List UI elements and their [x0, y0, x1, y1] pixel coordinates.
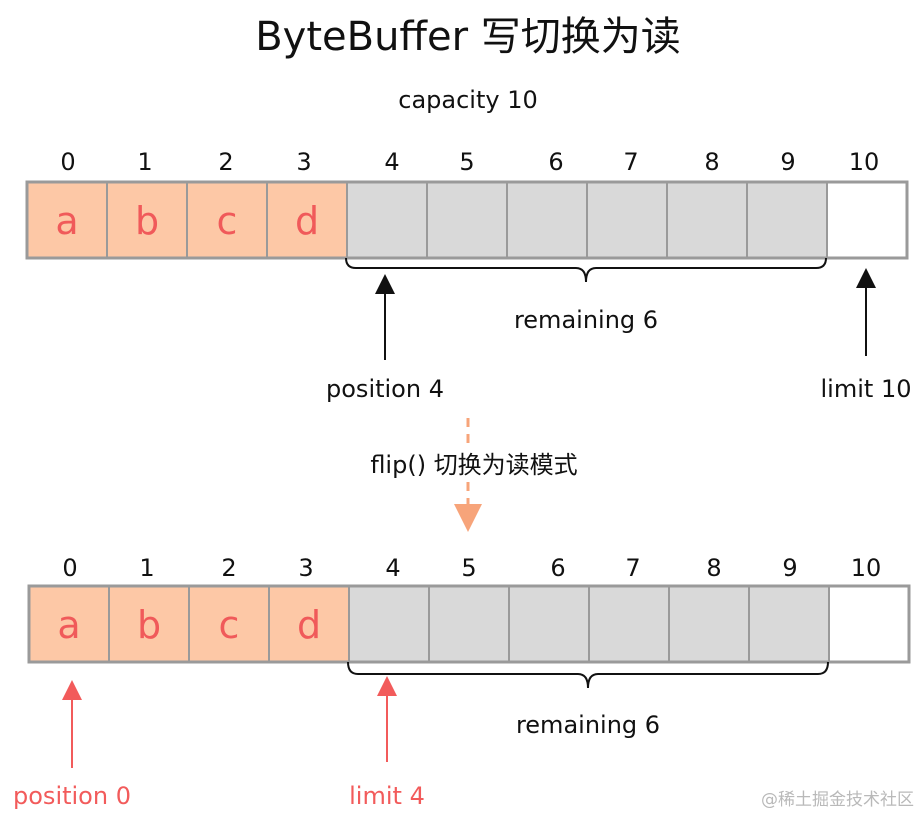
top-index-1: 1 — [137, 148, 152, 176]
bottom-index-10: 10 — [851, 554, 882, 582]
bottom-cell-1 — [108, 585, 190, 663]
bottom-cell-6 — [508, 585, 590, 663]
bottom-index-3: 3 — [298, 554, 313, 582]
top-index-2: 2 — [218, 148, 233, 176]
bottom-cell-10 — [828, 585, 910, 663]
bottom-cell-value-1: b — [137, 603, 161, 647]
bottom-index-2: 2 — [221, 554, 236, 582]
top-cell-value-3: d — [295, 199, 319, 243]
top-index-3: 3 — [296, 148, 311, 176]
bottom-cell-4 — [348, 585, 430, 663]
top-cell-value-2: c — [217, 199, 238, 243]
bottom-index-8: 8 — [706, 554, 721, 582]
bottom-index-5: 5 — [461, 554, 476, 582]
bottom-cell-8 — [668, 585, 750, 663]
bottom-buffer-outline — [27, 584, 911, 664]
bottom-limit-label: limit 4 — [349, 782, 425, 810]
bottom-index-6: 6 — [550, 554, 565, 582]
bottom-cell-7 — [588, 585, 670, 663]
bottom-cell-value-0: a — [57, 603, 80, 647]
top-index-labels: 0 1 2 3 4 5 6 7 8 9 10 — [60, 148, 879, 176]
top-cell-value-0: a — [55, 199, 78, 243]
top-cell-5 — [426, 181, 508, 259]
top-index-4: 4 — [384, 148, 399, 176]
top-cell-value-1: b — [135, 199, 159, 243]
top-index-10: 10 — [849, 148, 880, 176]
bottom-index-7: 7 — [625, 554, 640, 582]
top-index-8: 8 — [704, 148, 719, 176]
bottom-position-label: position 0 — [13, 782, 131, 810]
top-index-7: 7 — [623, 148, 638, 176]
bottom-index-4: 4 — [385, 554, 400, 582]
top-cell-9 — [746, 181, 828, 259]
bottom-cell-value-2: c — [219, 603, 240, 647]
top-cell-6 — [506, 181, 588, 259]
bottom-index-1: 1 — [139, 554, 154, 582]
top-cell-10 — [826, 181, 908, 259]
top-remaining-brace — [345, 257, 827, 283]
bottom-cell-value-3: d — [297, 603, 321, 647]
top-index-9: 9 — [780, 148, 795, 176]
capacity-label: capacity 10 — [398, 86, 538, 114]
bottom-remaining-brace — [347, 661, 829, 689]
top-limit-label: limit 10 — [821, 375, 912, 403]
flip-label-bg — [350, 448, 590, 482]
top-buffer-outline — [25, 180, 909, 260]
top-cell-8 — [666, 181, 748, 259]
top-position-label: position 4 — [326, 375, 444, 403]
bottom-index-labels: 0 1 2 3 4 5 6 7 8 9 10 — [62, 554, 881, 582]
top-remaining-label: remaining 6 — [514, 306, 658, 334]
flip-label: flip() 切换为读模式 — [370, 451, 577, 479]
diagram-title: ByteBuffer 写切换为读 — [255, 14, 681, 60]
bottom-cell-0 — [28, 585, 110, 663]
watermark: @稀土掘金技术社区 — [761, 790, 914, 810]
top-index-0: 0 — [60, 148, 75, 176]
bottom-remaining-label: remaining 6 — [516, 711, 660, 739]
bottom-index-0: 0 — [62, 554, 77, 582]
bottom-buffer-cells: a b c d — [27, 584, 911, 664]
top-buffer-cells: a b c d — [25, 180, 909, 260]
top-cell-7 — [586, 181, 668, 259]
bottom-index-9: 9 — [782, 554, 797, 582]
top-cell-1 — [106, 181, 188, 259]
bottom-cell-9 — [748, 585, 830, 663]
bottom-cell-5 — [428, 585, 510, 663]
top-index-6: 6 — [548, 148, 563, 176]
top-cell-4 — [346, 181, 428, 259]
top-index-5: 5 — [459, 148, 474, 176]
flip-arrow-head — [454, 504, 482, 532]
